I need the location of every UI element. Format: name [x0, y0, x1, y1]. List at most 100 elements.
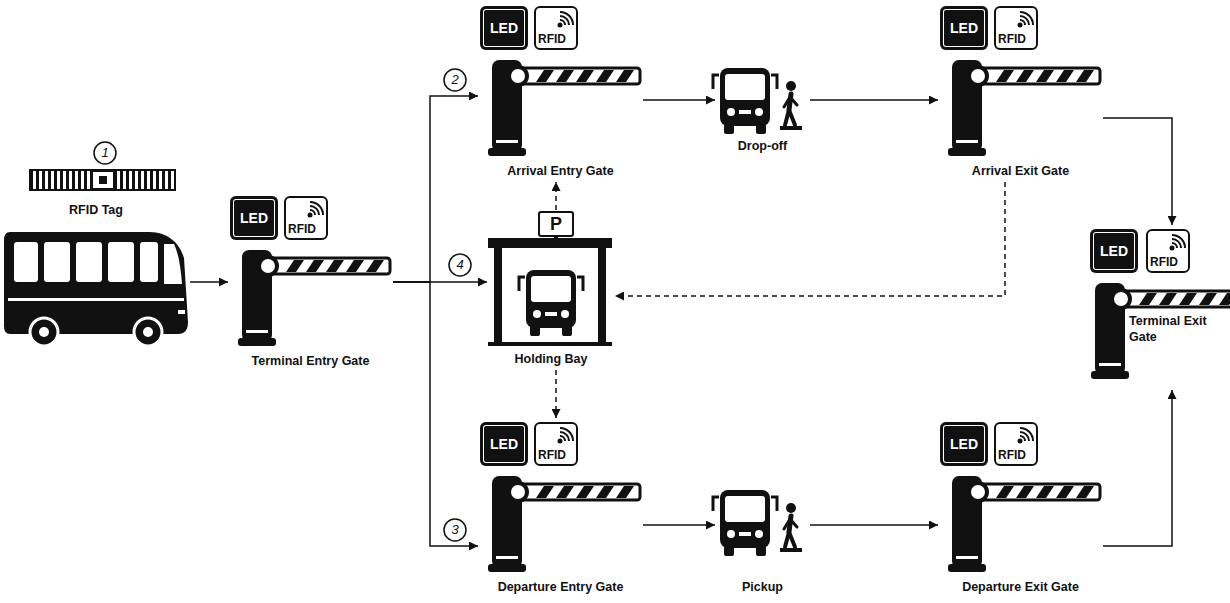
holding-bay-shelter [539, 212, 573, 236]
passenger-icon [780, 81, 802, 130]
reader-label: RFID [288, 222, 316, 236]
display-label: LED [490, 436, 518, 452]
drop-off-point: Drop-off [715, 62, 810, 157]
flow-arrow [810, 99, 938, 101]
gate-station: Departure Exit Gate LED RFID [938, 418, 1103, 598]
gate-name: Terminal Exit Gate [1129, 313, 1225, 345]
gate-station: Departure Entry Gate LED RFID [478, 418, 643, 598]
bus-side-illustration [39, 327, 49, 337]
flow-arrow [1103, 118, 1172, 225]
connector-layer [190, 96, 1172, 546]
led-display: LED [480, 422, 528, 466]
display-label: LED [1100, 243, 1128, 259]
wireless-icon [560, 12, 573, 25]
holding-bay-shelter [488, 212, 612, 346]
callout-circle [444, 69, 466, 91]
wireless-icon [560, 436, 565, 441]
gate-station: Arrival Entry Gate LED RFID [478, 2, 643, 182]
rfid-reader: RFID [994, 422, 1038, 466]
display-label: LED [490, 20, 518, 36]
display-label: LED [950, 436, 978, 452]
rfid-reader: RFID [534, 422, 578, 466]
barrier-symbol [488, 60, 640, 156]
barrier-symbol [488, 476, 640, 572]
reader-label: RFID [998, 448, 1026, 462]
wireless-icon [1018, 23, 1023, 28]
gate-station: Arrival Exit Gate LED RFID [938, 2, 1103, 182]
rfid-reader: RFID [534, 6, 578, 50]
wireless-icon [560, 20, 565, 25]
wireless-icon [1020, 428, 1033, 441]
gate-name: Arrival Exit Gate [972, 163, 1069, 179]
stop-name: Drop-off [738, 138, 787, 154]
bus-side-illustration [134, 318, 162, 346]
area-name: Holding Bay [515, 351, 588, 367]
flow-arrow [393, 96, 478, 282]
bus-side-illustration [14, 242, 38, 282]
barrier-symbol [948, 60, 1100, 156]
rfid-reader: RFID [994, 6, 1038, 50]
rfid-reader: RFID [1146, 229, 1190, 273]
flow-arrow [643, 524, 715, 526]
wireless-icon [560, 428, 573, 441]
wireless-icon [308, 213, 313, 218]
bus-front-icon [713, 490, 777, 556]
rfid-tag-illustration [30, 170, 175, 190]
led-display: LED [1090, 229, 1138, 273]
bus-side-illustration [108, 242, 134, 282]
gate-name: Terminal Entry Gate [252, 353, 370, 369]
reader-label: RFID [998, 32, 1026, 46]
bus-side-illustration [164, 244, 182, 284]
barrier-symbol [238, 250, 390, 346]
led-display: LED [940, 6, 988, 50]
barrier-symbol [1091, 283, 1230, 379]
barrier-symbol [948, 476, 1100, 572]
bus-side-illustration [8, 298, 184, 301]
dashed-flow-arrow [555, 370, 557, 418]
pickup-point: Pickup [715, 484, 810, 598]
bus-side-illustration [44, 242, 70, 282]
wireless-icon [310, 202, 323, 215]
wireless-icon [1020, 16, 1029, 25]
gate-station: Terminal Entry Gate LED RFID [228, 192, 393, 372]
reader-label: RFID [538, 32, 566, 46]
rfid-tag-illustration [99, 176, 107, 184]
led-display: LED [480, 6, 528, 50]
wireless-icon [1172, 243, 1177, 248]
bus-side-illustration [143, 327, 153, 337]
led-display: LED [940, 422, 988, 466]
callout-circle [449, 254, 471, 276]
rfid-reader: RFID [284, 196, 328, 240]
callout-circle [94, 142, 116, 164]
bus-side-illustration [76, 242, 102, 282]
led-display: LED [230, 196, 278, 240]
wireless-icon [1020, 20, 1025, 25]
gate-name: Arrival Entry Gate [507, 163, 613, 179]
callout-circle [94, 69, 471, 541]
wireless-icon [560, 432, 569, 441]
callout-number: 1 [94, 142, 116, 164]
callout-number: 2 [444, 69, 466, 91]
dashed-flow-arrow [615, 182, 1005, 296]
wireless-icon [558, 439, 563, 444]
flow-arrow [190, 281, 228, 283]
stop-name: Pickup [742, 579, 783, 595]
flow-arrow [393, 282, 478, 546]
holding-bay-shelter [598, 248, 606, 342]
gate-station: Terminal Exit Gate LED RFID [1085, 225, 1228, 390]
gate-name: Departure Entry Gate [498, 579, 624, 595]
bus-side-illustration [30, 318, 58, 346]
bus-front-icon [713, 68, 777, 134]
flow-arrow [643, 99, 715, 101]
reader-label: RFID [538, 448, 566, 462]
gate-name: Departure Exit Gate [962, 579, 1079, 595]
wireless-icon [1018, 439, 1023, 444]
callout-number: 4 [449, 254, 471, 276]
part-name: RFID Tag [69, 202, 123, 218]
wireless-icon [1172, 239, 1181, 248]
parking-sign: P [539, 212, 573, 236]
display-label: LED [950, 20, 978, 36]
